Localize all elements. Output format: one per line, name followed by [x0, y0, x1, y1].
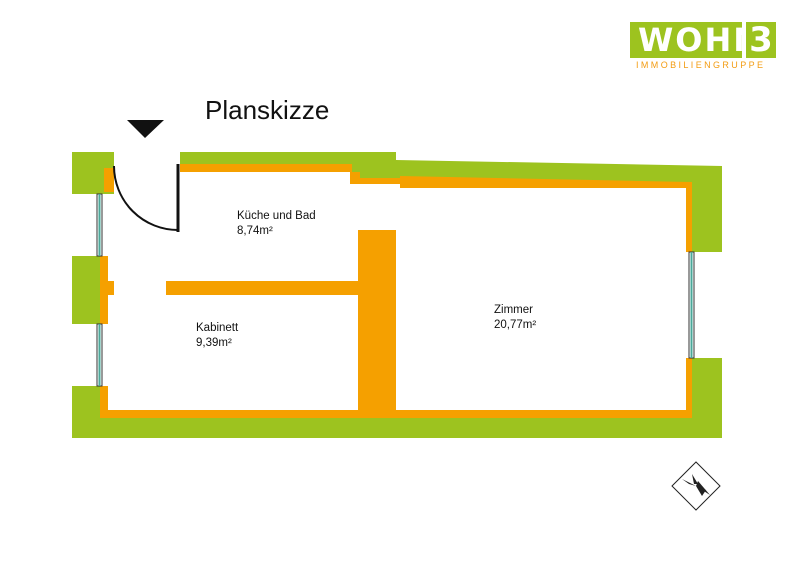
room-name: Kabinett [196, 322, 239, 334]
logo-tagline: IMMOBILIENGRUPPE [636, 60, 766, 70]
room-area: 20,77m² [494, 319, 537, 331]
logo-separator [742, 22, 746, 58]
logo-number: 3 [746, 22, 776, 58]
room-label-kabinett: Kabinett 9,39m² [196, 321, 238, 351]
page-title: Planskizze [205, 95, 330, 125]
entrance-door [113, 164, 180, 232]
windows [96, 193, 695, 387]
room-name: Zimmer [494, 304, 533, 316]
north-arrow-icon [671, 461, 721, 511]
room-area: 9,39m² [196, 337, 232, 349]
room-label-kueche: Küche und Bad 8,74m² [237, 209, 316, 239]
logo-word: WOHN [638, 21, 763, 59]
room-label-zimmer: Zimmer 20,77m² [494, 303, 536, 333]
entrance-arrow-icon [127, 120, 164, 138]
inner-walls [100, 164, 692, 418]
room-name: Küche und Bad [237, 210, 316, 222]
brand-logo: WOHN 3 IMMOBILIENGRUPPE [630, 22, 776, 74]
room-area: 8,74m² [237, 225, 273, 237]
